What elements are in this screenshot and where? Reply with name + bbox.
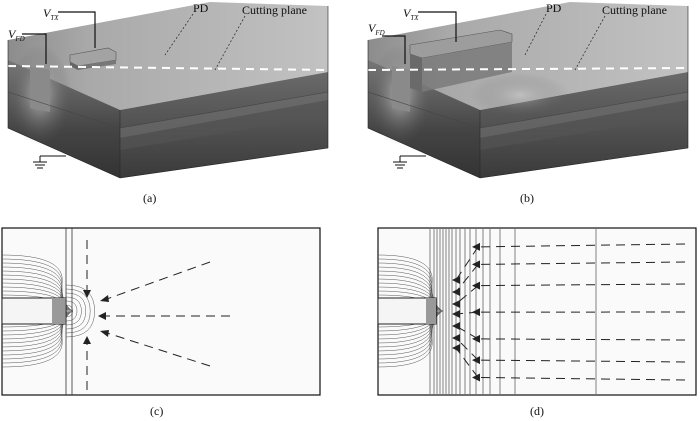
label-pd: PD bbox=[193, 1, 209, 15]
arrow-head bbox=[452, 310, 460, 318]
field-arrows bbox=[455, 243, 686, 381]
contour-line bbox=[1, 286, 69, 336]
field-arrow bbox=[477, 359, 686, 363]
contour-line bbox=[65, 284, 95, 338]
ground-icon bbox=[393, 155, 426, 169]
panel-a: VTX VFD PD Cutting plane (a) bbox=[7, 1, 329, 205]
contour-line bbox=[65, 292, 87, 330]
cutting-plane-line bbox=[7, 65, 329, 71]
panel-d: (d) bbox=[377, 227, 697, 418]
label-cutting-plane: Cutting plane bbox=[242, 3, 307, 17]
field-arrow bbox=[477, 243, 686, 248]
ground-icon bbox=[33, 155, 66, 169]
caption-d: (d) bbox=[530, 404, 544, 418]
contour-line bbox=[1, 290, 70, 332]
cutting-plane-line bbox=[367, 67, 689, 71]
field-arrow bbox=[477, 261, 686, 265]
label-pd: PD bbox=[546, 1, 562, 15]
arrow-head bbox=[452, 288, 460, 296]
arrow-head bbox=[452, 322, 460, 330]
svg-text:VFD: VFD bbox=[368, 21, 385, 37]
contour-line bbox=[65, 288, 91, 334]
arrow-head bbox=[472, 373, 480, 382]
device-top-surface bbox=[8, 2, 328, 110]
panel-b: VTX VFD PD Cutting plane (b) bbox=[367, 1, 689, 205]
arrow-head bbox=[452, 334, 460, 342]
field-arrow bbox=[455, 264, 479, 293]
contour-line bbox=[65, 304, 73, 318]
label-v-fd: VFD bbox=[368, 21, 406, 64]
svg-text:VTX: VTX bbox=[43, 6, 59, 22]
field-arrow bbox=[477, 338, 686, 341]
arrow-head bbox=[472, 308, 480, 317]
arrow-head bbox=[452, 344, 460, 352]
label-v-tx: VTX bbox=[403, 6, 457, 42]
field-arrow bbox=[477, 283, 686, 287]
label-v-tx: VTX bbox=[43, 6, 96, 48]
fd-region bbox=[392, 66, 410, 112]
fd-region bbox=[30, 66, 50, 112]
label-cutting-plane: Cutting plane bbox=[602, 3, 667, 17]
field-arrows bbox=[86, 240, 230, 390]
field-arrow bbox=[455, 337, 479, 361]
arrow-head bbox=[452, 276, 460, 284]
contour-line bbox=[377, 286, 439, 336]
field-arrow bbox=[477, 376, 686, 381]
contour-line bbox=[65, 296, 82, 326]
caption-a: (a) bbox=[143, 191, 156, 205]
svg-text:VTX: VTX bbox=[403, 6, 419, 22]
field-arrow bbox=[455, 347, 479, 378]
arrow-head bbox=[452, 300, 460, 308]
label-v-fd: VFD bbox=[8, 27, 47, 64]
contour-line bbox=[65, 300, 78, 322]
svg-text:VFD: VFD bbox=[8, 27, 25, 43]
vertical-contours bbox=[429, 229, 597, 394]
arrow-head bbox=[472, 260, 480, 269]
arrow-head bbox=[472, 356, 480, 365]
contour-line bbox=[1, 282, 68, 340]
arrow-head bbox=[472, 281, 480, 290]
arrow-head bbox=[472, 334, 480, 343]
caption-b: (b) bbox=[520, 191, 534, 205]
caption-c: (c) bbox=[150, 404, 163, 418]
arrow-head bbox=[472, 242, 480, 251]
field-arrow bbox=[455, 246, 479, 281]
contour-line bbox=[377, 290, 440, 332]
panel-c: (c) bbox=[1, 227, 321, 418]
contour-line bbox=[1, 294, 71, 328]
